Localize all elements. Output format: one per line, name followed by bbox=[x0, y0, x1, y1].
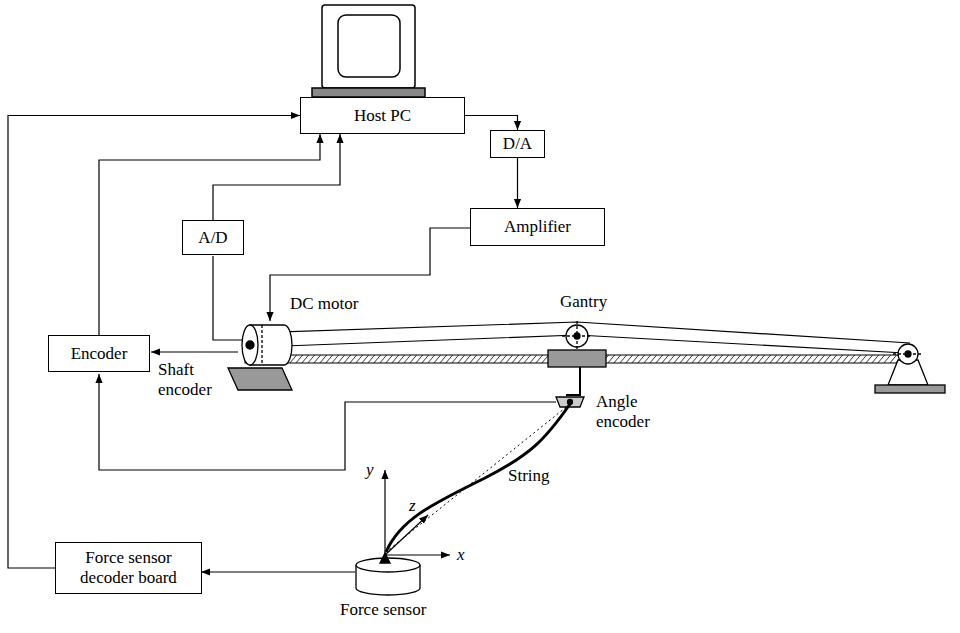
box-text: Amplifier bbox=[504, 217, 571, 237]
signal-connector bbox=[8, 116, 300, 569]
converter-box: A/D bbox=[182, 220, 244, 255]
box-text: Host PC bbox=[354, 106, 411, 126]
idler-pulley bbox=[875, 344, 945, 393]
computer-box: Host PC bbox=[300, 97, 465, 134]
encoder-box: Encoder bbox=[48, 335, 150, 372]
signal-connector bbox=[517, 158, 518, 208]
signal-connector bbox=[213, 134, 340, 220]
converter-box: D/A bbox=[490, 130, 545, 158]
axis-label: y bbox=[366, 460, 374, 480]
axis-label: z bbox=[409, 496, 416, 516]
signal-connector bbox=[465, 116, 518, 131]
axis-label: x bbox=[457, 545, 465, 565]
part-label: DC motor bbox=[290, 294, 358, 314]
part-label: Gantry bbox=[560, 292, 607, 312]
box-text: A/D bbox=[198, 228, 227, 248]
string bbox=[386, 404, 570, 552]
monitor bbox=[312, 5, 425, 97]
box-text: D/A bbox=[503, 134, 532, 154]
force-sensor bbox=[356, 553, 420, 595]
part-label: Angle encoder bbox=[596, 392, 668, 431]
amplifier-box: Amplifier bbox=[470, 208, 605, 246]
belt bbox=[252, 322, 910, 353]
string-rest-line bbox=[386, 404, 570, 552]
box-text: Force sensor decoder board bbox=[61, 548, 196, 587]
decoder-box: Force sensor decoder board bbox=[55, 542, 202, 594]
part-label: Shaft encoder bbox=[158, 360, 222, 399]
wires bbox=[99, 228, 556, 572]
part-label: String bbox=[508, 466, 550, 486]
part-label: Force sensor bbox=[340, 600, 426, 620]
dc-motor bbox=[228, 325, 292, 390]
signal-connector bbox=[99, 134, 320, 335]
box-text: Encoder bbox=[71, 344, 128, 364]
axes bbox=[385, 470, 450, 555]
